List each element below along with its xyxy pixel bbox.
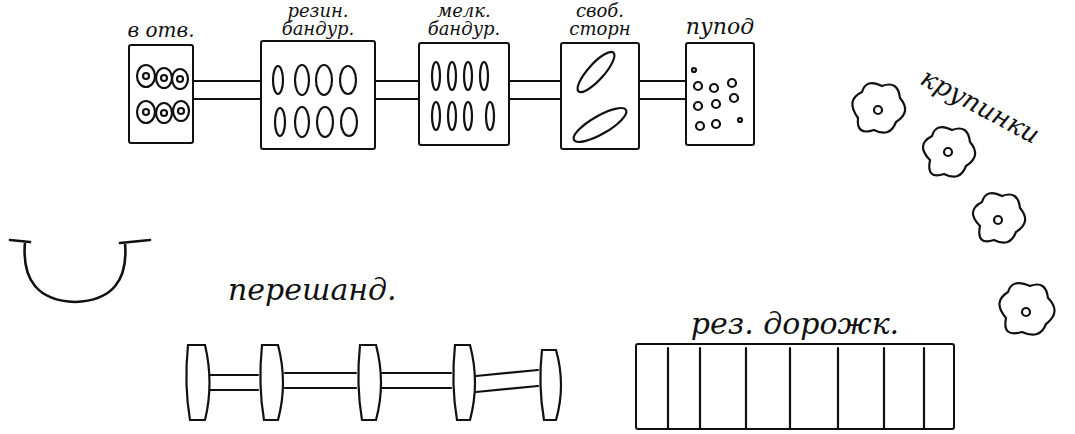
box-outline — [560, 42, 640, 150]
connector-line — [640, 98, 685, 100]
connector-line — [194, 80, 260, 82]
box-heading: своб. сторн — [550, 2, 650, 38]
cell-pattern — [432, 62, 494, 130]
cup-symbol — [10, 240, 150, 302]
box-outline — [418, 42, 510, 146]
cell-box: резин. бандур. — [260, 40, 376, 150]
box-outline — [260, 40, 376, 150]
cell-pattern — [137, 65, 189, 123]
sketch-label: перешанд. — [228, 272, 397, 307]
box-heading: пупод — [670, 16, 770, 38]
box-outline — [635, 343, 955, 430]
box-heading: резин. бандур. — [253, 2, 383, 38]
cell-box: в отв. — [128, 44, 194, 144]
cell-box: мелк. бандур. — [418, 42, 510, 146]
connector-line — [194, 98, 260, 100]
cell-box: пупод — [685, 42, 755, 146]
connector-line — [510, 98, 560, 100]
connector-line — [376, 98, 418, 100]
connector-line — [640, 80, 685, 82]
double-connector — [194, 81, 260, 99]
cell-pattern — [692, 68, 742, 130]
double-connector — [510, 81, 560, 99]
drum-chain — [186, 345, 561, 420]
cell-pattern — [570, 47, 631, 147]
connector-line — [510, 80, 560, 82]
box-heading: мелк. бандур. — [409, 2, 519, 38]
box-outline — [685, 42, 755, 146]
cell-box: своб. сторн — [560, 42, 640, 150]
double-connector — [376, 81, 418, 99]
box-heading: в отв. — [106, 20, 216, 40]
cell-box: рез. дорожк. — [635, 343, 955, 430]
cell-pattern — [273, 65, 357, 137]
double-connector — [640, 81, 685, 99]
track-lines — [668, 348, 924, 428]
box-heading: рез. дорожк. — [635, 309, 955, 339]
sketch-label: крупинки — [916, 62, 1045, 150]
connector-line — [376, 80, 418, 82]
box-outline — [128, 44, 194, 144]
